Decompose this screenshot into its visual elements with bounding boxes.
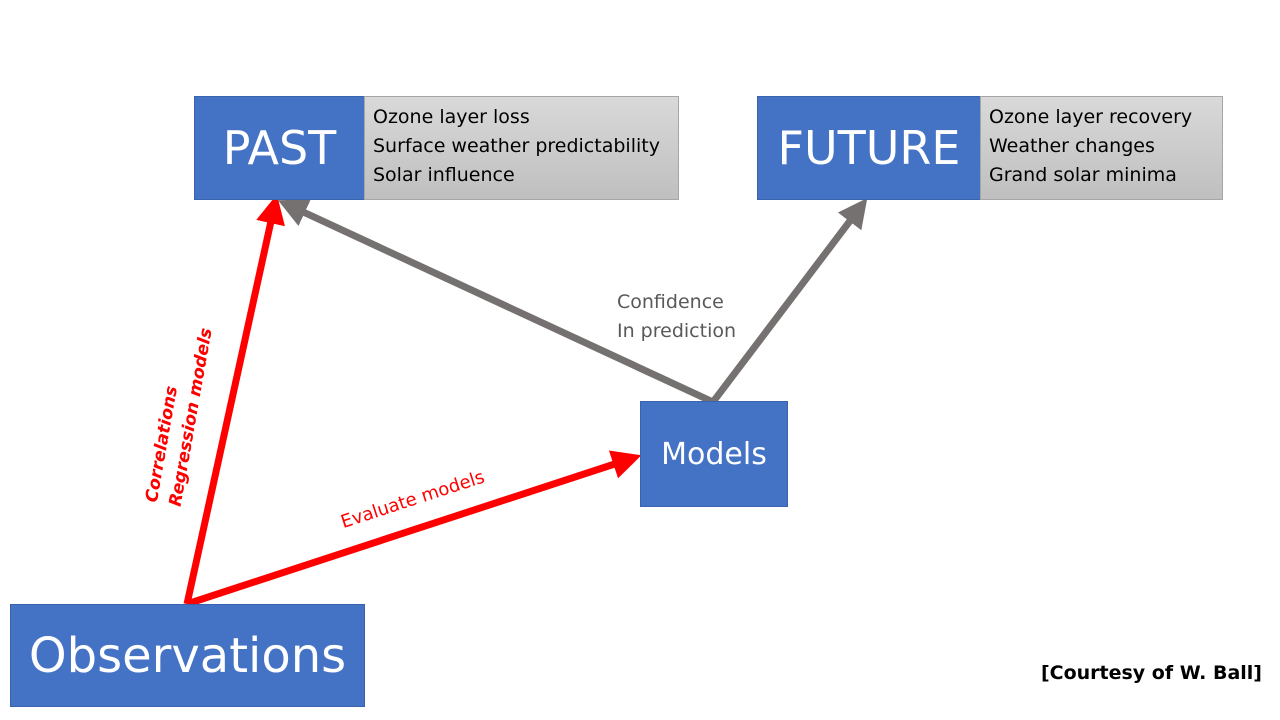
- observations-box: Observations: [10, 604, 365, 707]
- future-item-grand-solar-minima: Grand solar minima: [989, 164, 1177, 186]
- models-label: Models: [661, 436, 767, 472]
- future-item-ozone-recovery: Ozone layer recovery: [989, 106, 1193, 128]
- future-box: FUTURE: [757, 96, 981, 200]
- confidence-line1: Confidence: [617, 291, 724, 313]
- courtesy-note: [Courtesy of W. Ball]: [1040, 662, 1262, 684]
- future-notes: Ozone layer recovery Weather changes Gra…: [980, 96, 1223, 200]
- past-label: PAST: [222, 121, 337, 175]
- models-box: Models: [640, 401, 788, 507]
- past-item-ozone-loss: Ozone layer loss: [373, 106, 530, 128]
- observations-label: Observations: [28, 627, 347, 684]
- confidence-line2: In prediction: [617, 320, 737, 342]
- arrow-observations-to-past: [183, 194, 285, 605]
- past-box: PAST: [194, 96, 365, 200]
- arrow-models-to-past: [277, 199, 715, 406]
- confidence-label: Confidence In prediction: [617, 288, 736, 346]
- future-label: FUTURE: [777, 121, 961, 175]
- past-notes: Ozone layer loss Surface weather predict…: [364, 96, 679, 200]
- past-item-weather-predictability: Surface weather predictability: [373, 135, 660, 157]
- arrow-models-to-future: [710, 197, 868, 405]
- future-item-weather-changes: Weather changes: [989, 135, 1155, 157]
- past-item-solar-influence: Solar influence: [373, 164, 515, 186]
- arrow-observations-to-models: [185, 450, 642, 608]
